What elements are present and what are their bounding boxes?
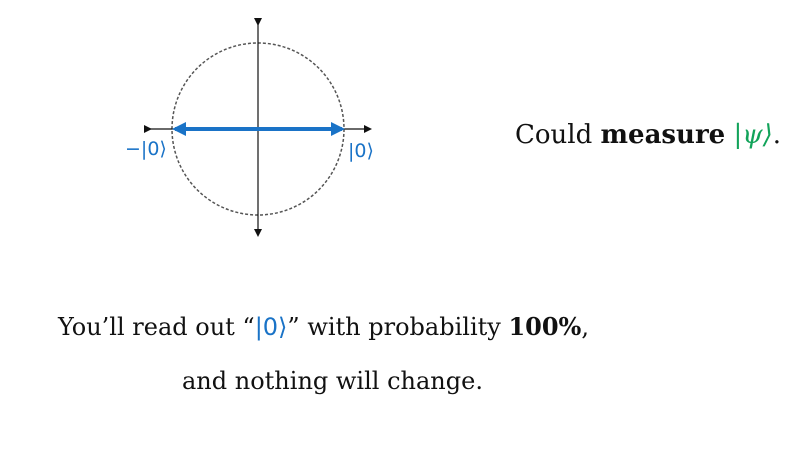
readout-suffix: , xyxy=(581,313,589,341)
probability-value: 100% xyxy=(508,312,582,341)
measure-bold: measure xyxy=(600,120,726,150)
readout-ket: |0⟩ xyxy=(254,313,288,341)
readout-statement: You’ll read out “|0⟩” with probability 1… xyxy=(58,312,589,341)
readout-middle: ” with probability xyxy=(287,313,509,341)
psi-ket: |ψ⟩ xyxy=(733,120,773,150)
measure-suffix: . xyxy=(772,120,782,150)
minus-zero-ket-label: −|0⟩ xyxy=(125,138,167,160)
measure-statement: Could measure |ψ⟩. xyxy=(515,120,781,150)
nochange-statement: and nothing will change. xyxy=(182,367,483,395)
readout-prefix: You’ll read out “ xyxy=(58,313,255,341)
measure-prefix: Could xyxy=(515,120,601,150)
zero-ket-label: |0⟩ xyxy=(348,140,374,162)
